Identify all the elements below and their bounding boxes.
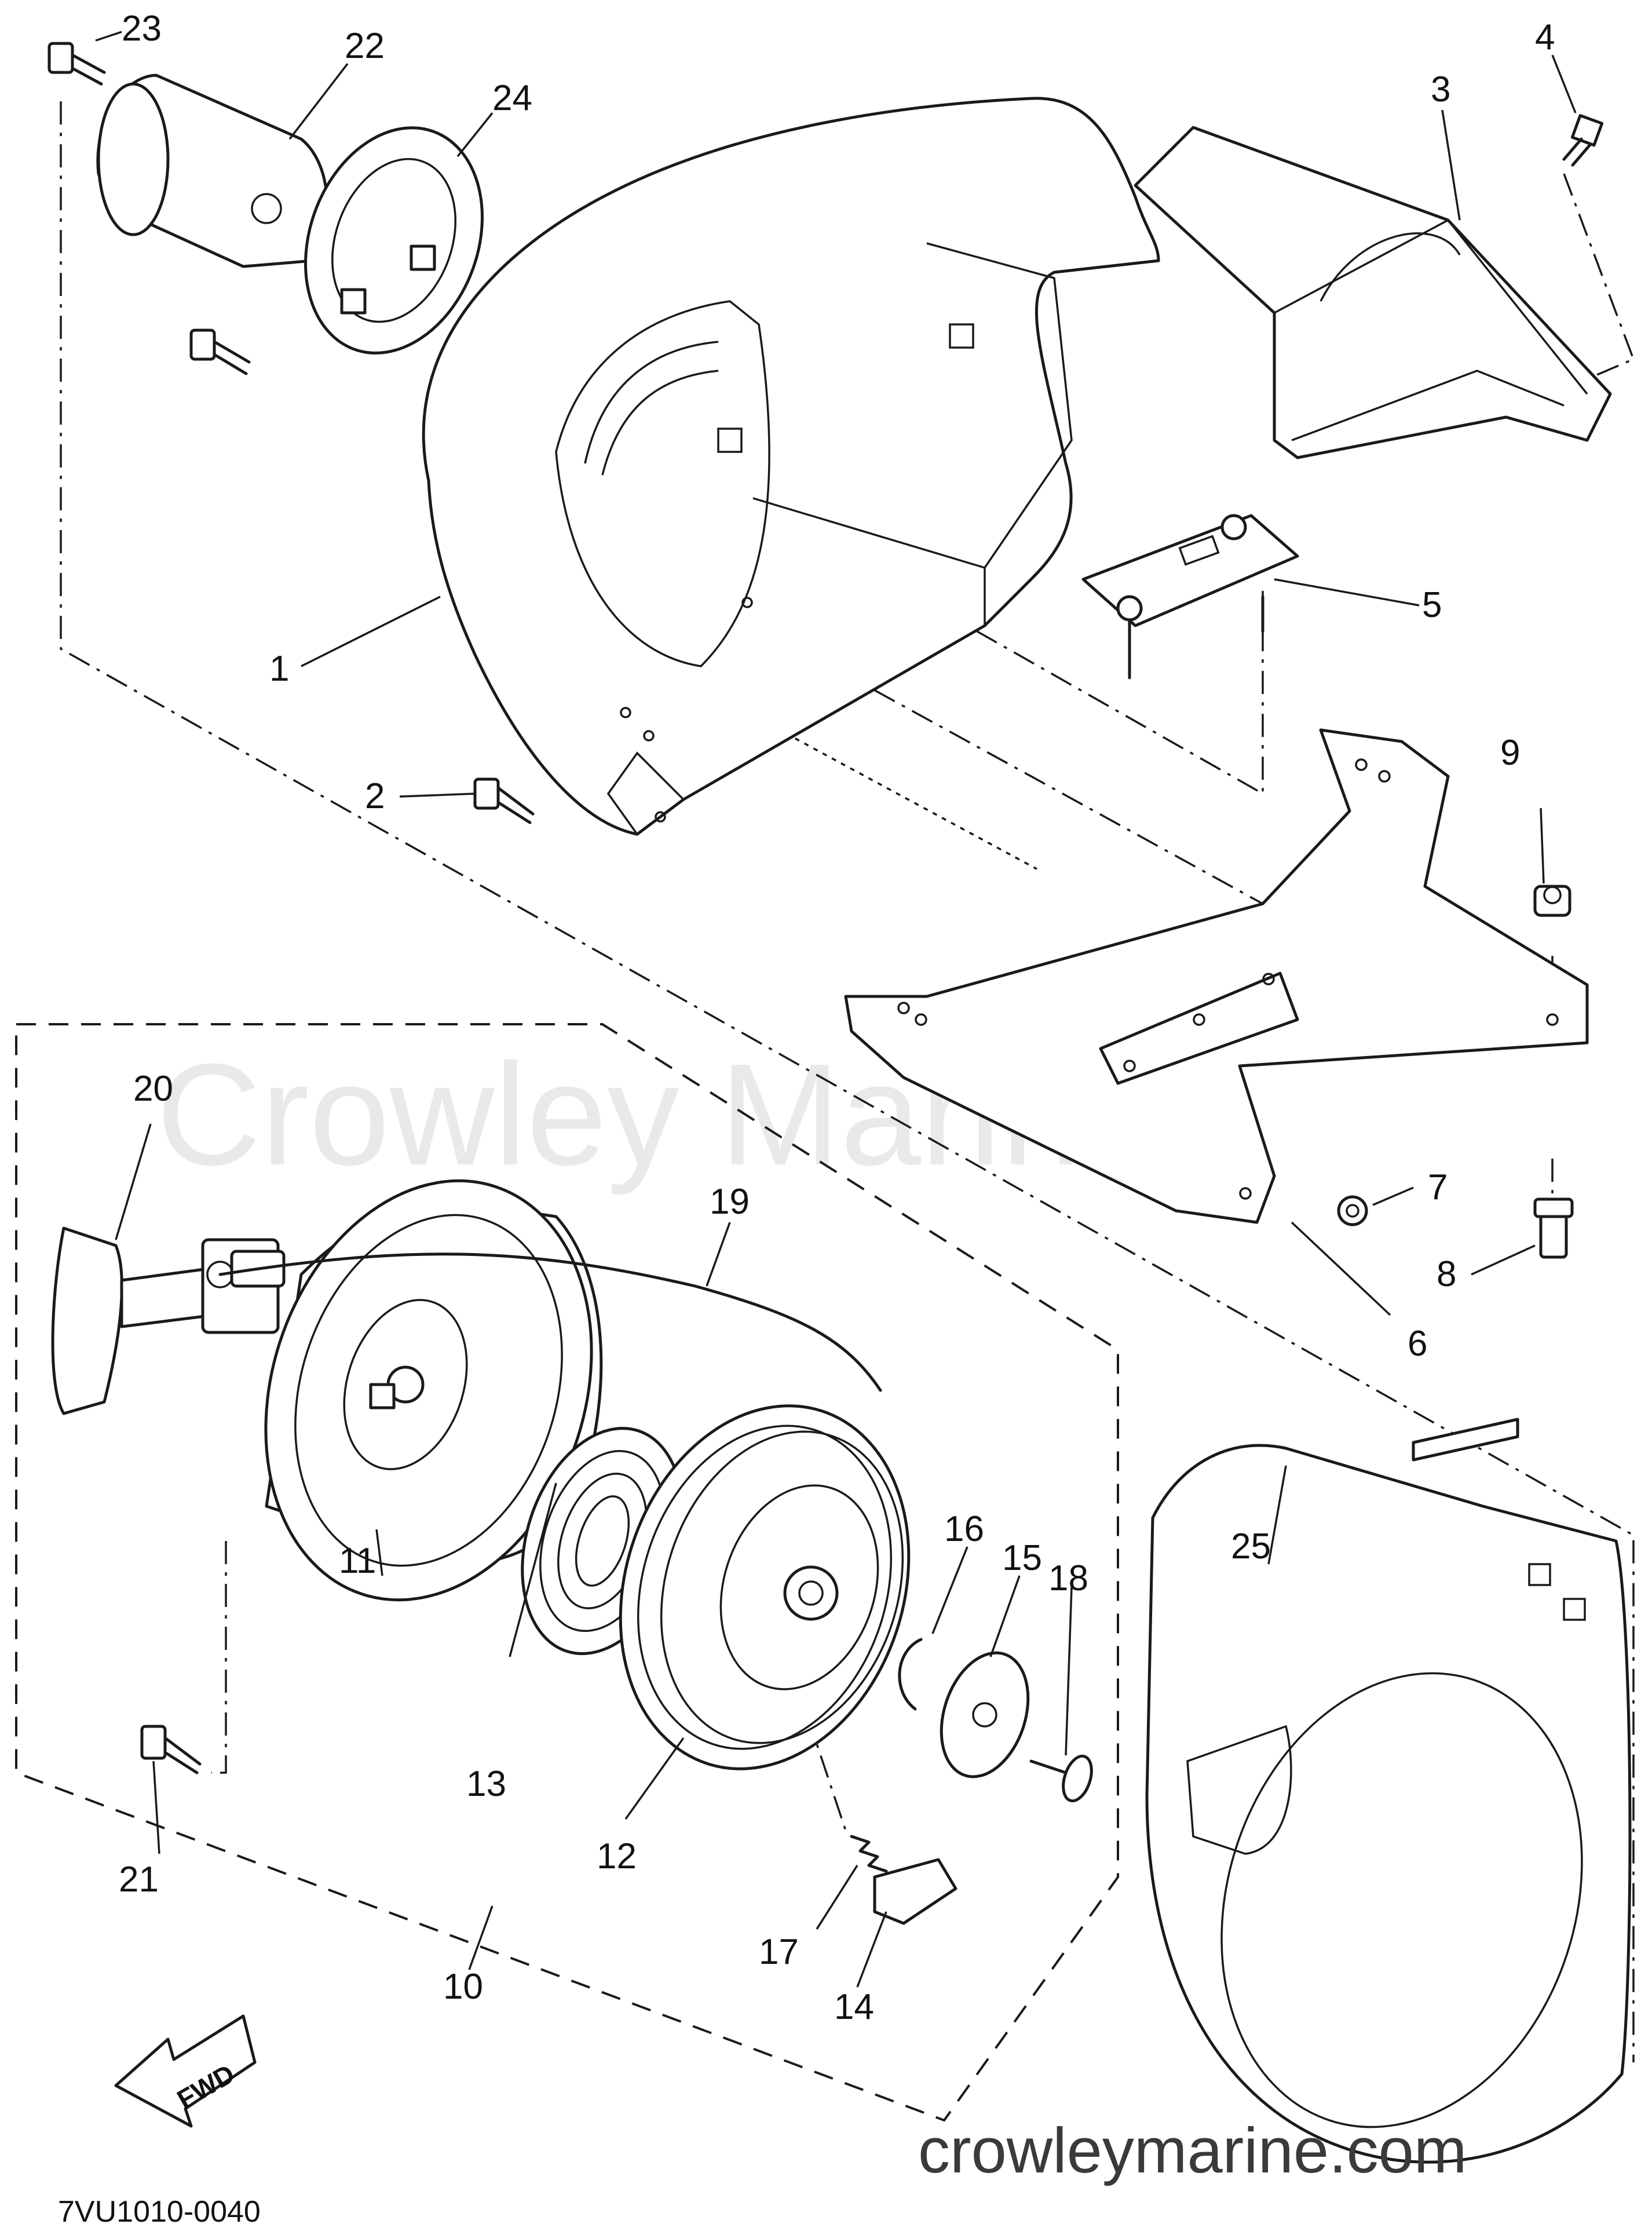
rope-part-19 [218, 1252, 882, 1392]
callout-17: 17 [759, 1932, 799, 1972]
callout-25: 25 [1231, 1526, 1271, 1566]
callout-19: 19 [710, 1182, 750, 1222]
plate-part-15 [940, 1651, 1030, 1778]
bolt-unnumbered [189, 328, 251, 375]
callout-6: 6 [1408, 1324, 1427, 1364]
callout-12: 12 [597, 1836, 637, 1876]
ring-part-16 [898, 1638, 923, 1711]
flange-part-24 [304, 126, 484, 355]
callout-4: 4 [1535, 17, 1555, 57]
callout-1: 1 [269, 649, 289, 689]
leader-lines [95, 31, 1577, 1988]
fwd-arrow-icon: FWD [114, 2014, 257, 2128]
callout-15: 15 [1002, 1538, 1042, 1578]
callout-13: 13 [466, 1764, 506, 1804]
callout-14: 14 [834, 1987, 874, 2027]
callout-5: 5 [1422, 585, 1442, 625]
callout-22: 22 [345, 26, 385, 66]
nut-part-9 [1533, 885, 1571, 917]
flywheel-cover-part-1 [422, 97, 1160, 836]
pawl-part-14 [873, 1858, 957, 1925]
bolt-part-23 [47, 42, 106, 86]
bolt-part-2 [473, 777, 535, 824]
site-url: crowleymarine.com [918, 2115, 1467, 2186]
drum-part-22 [96, 74, 329, 268]
starter-assembly-boundary [15, 1023, 1119, 2122]
callout-9: 9 [1500, 733, 1520, 773]
bolt-part-4 [1562, 114, 1604, 167]
callout-23: 23 [122, 9, 162, 49]
callout-18: 18 [1048, 1558, 1088, 1598]
lower-bracket-part-6 [844, 728, 1589, 1224]
callout-3: 3 [1431, 70, 1450, 109]
callout-21: 21 [119, 1860, 159, 1900]
bracket-part-3 [1134, 126, 1612, 459]
sheave-drum-part-12 [619, 1404, 911, 1770]
bolt-part-8 [1533, 1197, 1574, 1259]
callout-20: 20 [133, 1069, 173, 1109]
callout-numbers: 23 22 24 3 4 5 1 2 9 7 8 6 20 19 11 12 1… [119, 9, 1555, 2027]
callout-11: 11 [339, 1541, 376, 1581]
plate-part-5 [1081, 514, 1299, 680]
starter-case-part-11 [264, 1179, 603, 1602]
callout-10: 10 [443, 1967, 483, 2007]
callout-2: 2 [365, 776, 385, 816]
nut-part-7 [1337, 1195, 1368, 1226]
screw-part-18 [1029, 1754, 1093, 1803]
callout-16: 16 [944, 1509, 984, 1549]
starter-handle-part-20 [51, 1226, 286, 1415]
cover-part-25 [1145, 1418, 1632, 2164]
spring-part-17 [850, 1835, 888, 1873]
callout-7: 7 [1428, 1167, 1448, 1207]
callout-24: 24 [492, 78, 532, 118]
callout-8: 8 [1437, 1254, 1456, 1294]
diagram-code: 7VU1010-0040 [58, 2195, 261, 2229]
bolt-part-21 [140, 1725, 202, 1774]
